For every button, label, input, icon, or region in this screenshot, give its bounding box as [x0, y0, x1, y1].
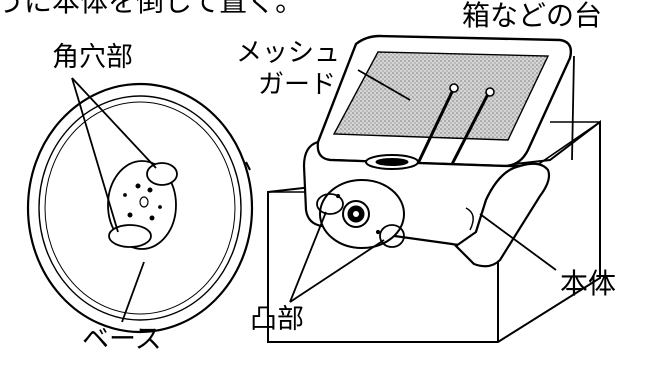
label-main-body: 本体 — [560, 267, 617, 300]
base-disc — [26, 82, 254, 334]
label-base: ベース — [82, 324, 162, 355]
leader-mesh-guard — [357, 69, 411, 101]
leader-main-body — [479, 213, 557, 271]
top-instruction-text: うに本体を倒して置く。 — [0, 0, 304, 18]
leader-square-holes — [71, 77, 157, 233]
leader-stand — [571, 55, 575, 161]
label-mesh-guard-line1: メッシュ — [236, 38, 341, 68]
label-protrusions: 凸部 — [250, 304, 304, 335]
leader-protrusions — [289, 211, 385, 303]
main-unit — [302, 34, 573, 268]
label-square-holes: 角穴部 — [52, 42, 133, 73]
label-mesh-guard-line2: ガード — [258, 70, 337, 100]
label-stand: 箱などの台 — [462, 0, 603, 32]
leader-base — [121, 261, 145, 323]
